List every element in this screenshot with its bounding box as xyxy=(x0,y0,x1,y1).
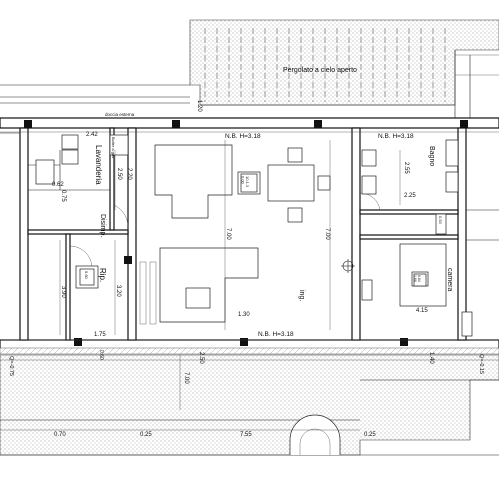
dim-700a: 7.00 xyxy=(225,228,231,240)
note-nb-bottom: N.B. H=3.18 xyxy=(258,331,294,338)
dim-390: 3.90 xyxy=(60,286,66,298)
dim-225: 2.25 xyxy=(404,193,416,199)
pergola-area: Pergolato a cielo aperto xyxy=(0,19,499,120)
partitions xyxy=(27,127,459,341)
dim-070: 0.70 xyxy=(54,432,66,438)
label-ripostiglio: Rip. xyxy=(98,268,107,282)
dim-700b: 7.00 xyxy=(324,228,330,240)
label-lavanderia: Lavanderia xyxy=(94,145,103,185)
area-tags: 10.1.30.00 5.60 0.841.68 0.53 xyxy=(79,173,447,287)
dim-755: 7.55 xyxy=(240,432,252,438)
label-disimpegno: Disimp. xyxy=(99,214,106,237)
dim-060: 0.60 xyxy=(98,350,104,360)
pillars xyxy=(24,120,468,346)
quota-left: Q=-0.75 xyxy=(8,356,14,376)
note-boiler: Boiler a gas xyxy=(111,137,116,158)
dim-025a: 0.25 xyxy=(140,432,152,438)
dim-220: 2.20 xyxy=(126,168,132,180)
note-nb-top: N.B. H=3.18 xyxy=(225,133,261,140)
dim-255: 2.55 xyxy=(403,162,409,174)
dim-415: 4.15 xyxy=(416,308,428,314)
terrace xyxy=(0,347,499,456)
label-soggiorno: ing. xyxy=(298,290,305,301)
tag-rip: 5.60 xyxy=(84,271,89,280)
note-nb-top-right: N.B. H=3.18 xyxy=(378,133,414,140)
dim-025b: 0.25 xyxy=(364,432,376,438)
pergola-slats xyxy=(204,28,446,102)
dim-250b: 2.50 xyxy=(198,352,204,364)
dim-250: 2.50 xyxy=(116,168,122,180)
dim-242: 2.42 xyxy=(86,132,98,138)
tag-living: 10.1.30.00 xyxy=(241,176,250,188)
dim-075: 0.75 xyxy=(60,190,66,202)
dimension-texts: 2.42 2.50 2.20 2.55 2.25 0.62 0.75 7.00 … xyxy=(8,100,484,438)
dim-120: 1.20 xyxy=(196,100,202,112)
dimension-lines xyxy=(0,131,499,431)
tag-camera: 0.841.68 xyxy=(413,275,421,282)
pergola-label: Pergolato a cielo aperto xyxy=(283,67,357,74)
quota-right: Q=-0.15 xyxy=(478,354,484,374)
label-bagno: Bagno xyxy=(428,146,435,166)
dim-140: 1.40 xyxy=(428,352,434,364)
room-labels: Lavanderia Bagno Disimp. Rip. ing. camer… xyxy=(94,145,453,301)
note-shower: doccia esterna xyxy=(105,112,135,117)
dim-062: 0.62 xyxy=(52,182,64,188)
dim-130: 1.30 xyxy=(238,312,250,318)
dim-700c: 7.00 xyxy=(183,372,189,384)
dim-320: 3.20 xyxy=(115,285,121,297)
tag-door: 0.53 xyxy=(438,216,443,225)
dim-175: 1.75 xyxy=(94,332,106,338)
label-camera: camera xyxy=(446,268,453,291)
notes: N.B. H=3.18 N.B. H=3.18 N.B. H=3.18 docc… xyxy=(105,112,414,338)
